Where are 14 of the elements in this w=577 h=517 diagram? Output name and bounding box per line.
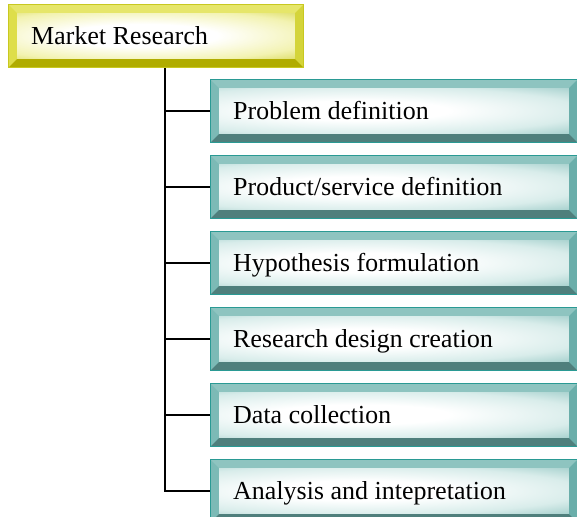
box-label: Problem definition [233, 98, 429, 124]
topic-box [211, 156, 577, 218]
box-label: Analysis and intepretation [233, 478, 506, 504]
topic-box [211, 460, 577, 517]
box-label: Hypothesis formulation [233, 250, 480, 276]
box-label: Product/service definition [233, 174, 502, 200]
box-label: Data collection [233, 402, 392, 428]
topic-box [211, 384, 577, 446]
box-label: Market Research [31, 23, 208, 49]
root-box [9, 5, 303, 67]
box-label: Research design creation [233, 326, 493, 352]
topic-box [211, 80, 577, 142]
topic-box [211, 232, 577, 294]
topic-box [211, 308, 577, 370]
